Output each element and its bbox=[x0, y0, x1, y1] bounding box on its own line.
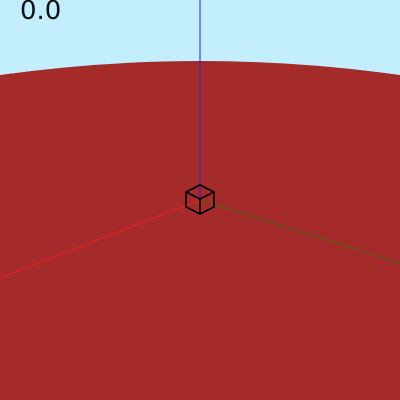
axis-x-line bbox=[0, 199, 201, 279]
value-readout: 0.0 bbox=[20, 0, 62, 26]
ground-plane bbox=[0, 61, 400, 400]
cube-icon[interactable] bbox=[185, 184, 215, 215]
axis-y-line bbox=[199, 199, 400, 264]
